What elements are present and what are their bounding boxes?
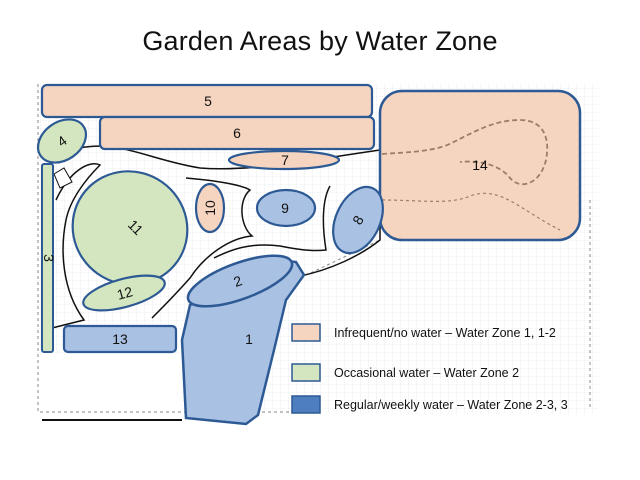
property-boundary <box>37 84 300 413</box>
legend-label-occasional: Occasional water – Water Zone 2 <box>334 366 519 380</box>
area-2 <box>186 254 294 308</box>
area-4 <box>36 118 88 164</box>
area-3 <box>41 163 54 353</box>
legend-label-regular: Regular/weekly water – Water Zone 2-3, 3 <box>334 398 568 412</box>
area-6 <box>98 115 376 151</box>
area-13 <box>62 324 178 354</box>
legend-swatch-occasional <box>291 363 321 382</box>
area-label-1: 1 <box>245 331 253 347</box>
area-label-7: 7 <box>281 152 289 168</box>
area-label-12: 12 <box>115 283 134 303</box>
path-right <box>213 185 331 259</box>
legend-swatch-infrequent <box>291 323 321 342</box>
area-label-14: 14 <box>472 157 488 173</box>
area-12 <box>82 274 166 312</box>
area-11 <box>71 170 189 286</box>
stepping-path-14 <box>381 119 549 186</box>
legend: Infrequent/no water – Water Zone 1, 1-2 … <box>291 323 568 414</box>
area-14 <box>378 89 582 242</box>
area-7 <box>227 149 341 171</box>
legend-label-infrequent: Infrequent/no water – Water Zone 1, 1-2 <box>334 326 556 340</box>
area-9 <box>255 188 317 228</box>
area-8 <box>332 185 384 255</box>
area-10 <box>194 182 226 234</box>
area-label-3: 3 <box>41 254 57 262</box>
area-label-10: 10 <box>202 200 218 216</box>
path-mid <box>43 163 102 331</box>
path-gate <box>53 167 73 189</box>
area-label-5: 5 <box>204 93 212 109</box>
legend-swatch-regular <box>291 395 321 414</box>
diagram-title: Garden Areas by Water Zone <box>142 26 498 56</box>
area-label-13: 13 <box>112 331 128 347</box>
house-area <box>36 354 182 420</box>
area-label-9: 9 <box>281 200 289 216</box>
path-inner <box>151 177 254 319</box>
area-label-6: 6 <box>233 125 241 141</box>
